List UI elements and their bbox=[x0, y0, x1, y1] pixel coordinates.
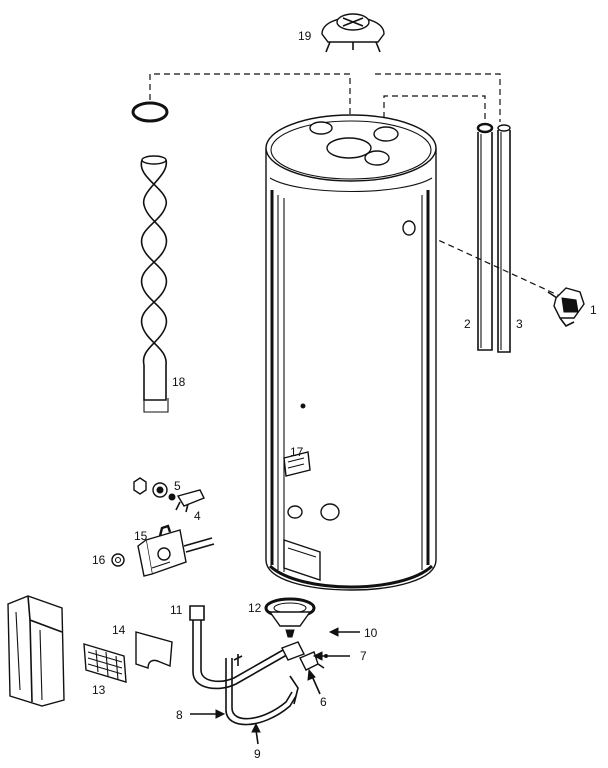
callout-label: 18 bbox=[172, 375, 186, 389]
callout-label: 12 bbox=[248, 601, 262, 615]
part-flue-cap bbox=[321, 13, 385, 53]
part-burner bbox=[264, 597, 316, 638]
callout-label: 2 bbox=[464, 317, 471, 331]
callout-label: 7 bbox=[360, 649, 367, 663]
callout-label: 14 bbox=[112, 623, 126, 637]
leader-lines bbox=[190, 627, 360, 745]
part-outer-door bbox=[7, 595, 65, 707]
baffle-gasket bbox=[131, 101, 169, 123]
part-tubes bbox=[189, 605, 299, 726]
callout-label: 16 bbox=[92, 553, 106, 567]
part-rods bbox=[476, 122, 511, 353]
callout-label: 9 bbox=[254, 747, 261, 761]
callout-label: 10 bbox=[364, 626, 378, 640]
part-gasket-plate bbox=[135, 631, 173, 669]
part-grille bbox=[83, 643, 127, 683]
callout-label: 3 bbox=[516, 317, 523, 331]
part-flue-baffle bbox=[131, 101, 169, 413]
tank-body bbox=[265, 114, 437, 591]
part-pilot bbox=[281, 641, 328, 671]
callout-label: 11 bbox=[170, 603, 183, 617]
callout-label: 8 bbox=[176, 708, 183, 722]
callout-label: 17 bbox=[290, 445, 304, 459]
callout-label: 13 bbox=[92, 683, 106, 697]
part-gas-valve bbox=[111, 524, 215, 577]
part-small-fittings bbox=[133, 477, 205, 513]
callout-labels: 1 2 3 4 5 6 7 8 9 10 11 12 13 14 15 16 1… bbox=[92, 29, 597, 761]
callout-label: 19 bbox=[298, 29, 312, 43]
dashed-connector-lines bbox=[149, 73, 561, 297]
callout-label: 15 bbox=[134, 529, 148, 543]
callout-label: 6 bbox=[320, 695, 327, 709]
part-fitting bbox=[547, 287, 585, 328]
callout-label: 5 bbox=[174, 479, 181, 493]
callout-label: 1 bbox=[590, 303, 597, 317]
callout-label: 4 bbox=[194, 509, 201, 523]
